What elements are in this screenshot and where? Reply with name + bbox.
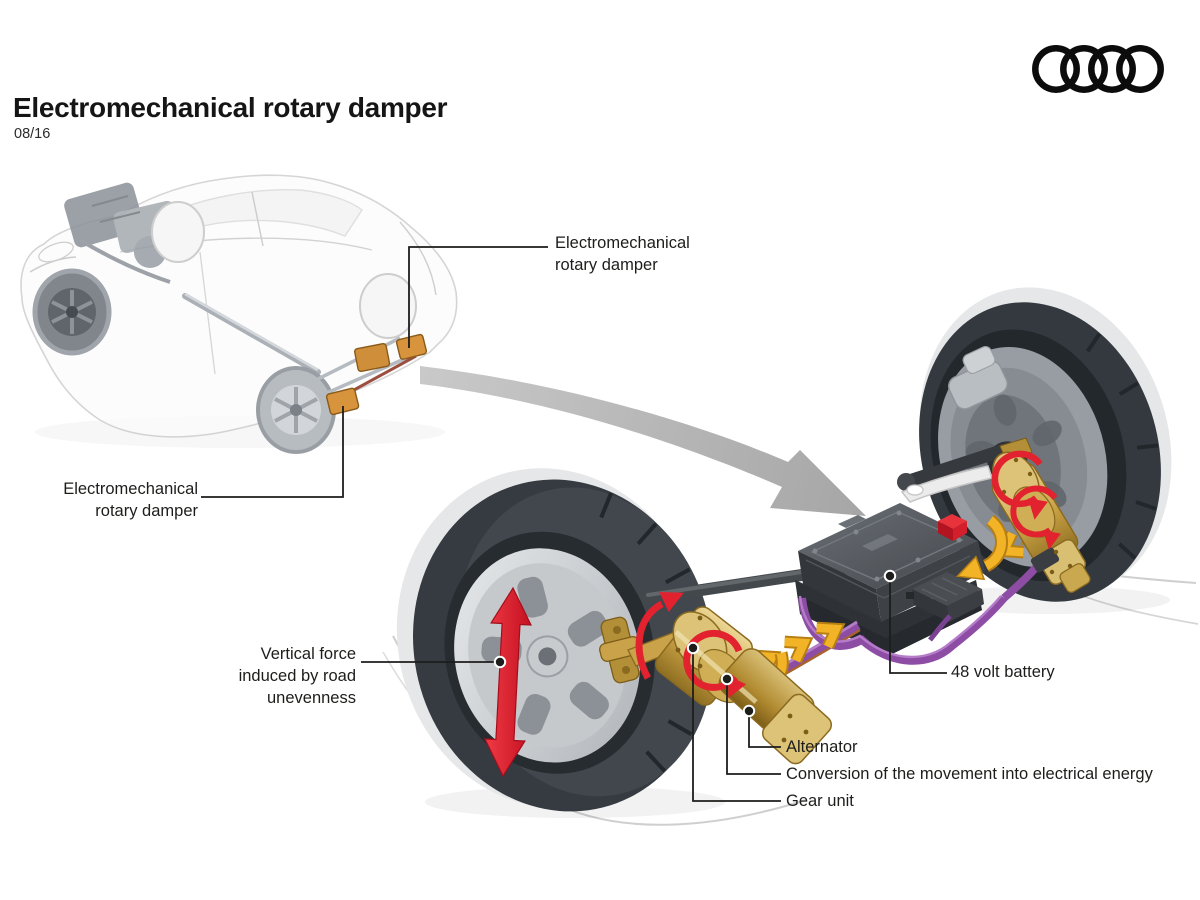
- ghost-car: [20, 174, 458, 454]
- callout-48v-battery: 48 volt battery: [951, 663, 1055, 681]
- callout-alternator: Alternator: [786, 738, 858, 756]
- callout-conversion: Conversion of the movement into electric…: [786, 765, 1153, 783]
- flow-arrow: [420, 366, 866, 516]
- control-unit: [906, 572, 984, 622]
- page-title: Electromechanical rotary damper: [13, 92, 448, 123]
- callout-damper-left: Electromechanical rotary damper: [63, 480, 198, 520]
- rotation-arrows-right: [991, 450, 1061, 550]
- vertical-force-arrow: [483, 586, 532, 778]
- callout-damper-top: Electromechanical rotary damper: [555, 234, 690, 274]
- battery-red-connector: [938, 514, 967, 541]
- date-label: 08/16: [14, 126, 51, 142]
- audi-rings-icon: [1032, 45, 1164, 93]
- callout-gear-unit: Gear unit: [786, 792, 854, 810]
- callout-vertical-force: Vertical force induced by road unevennes…: [238, 645, 356, 707]
- damper-assembly-right: [991, 437, 1091, 593]
- leader-lines: [201, 246, 947, 802]
